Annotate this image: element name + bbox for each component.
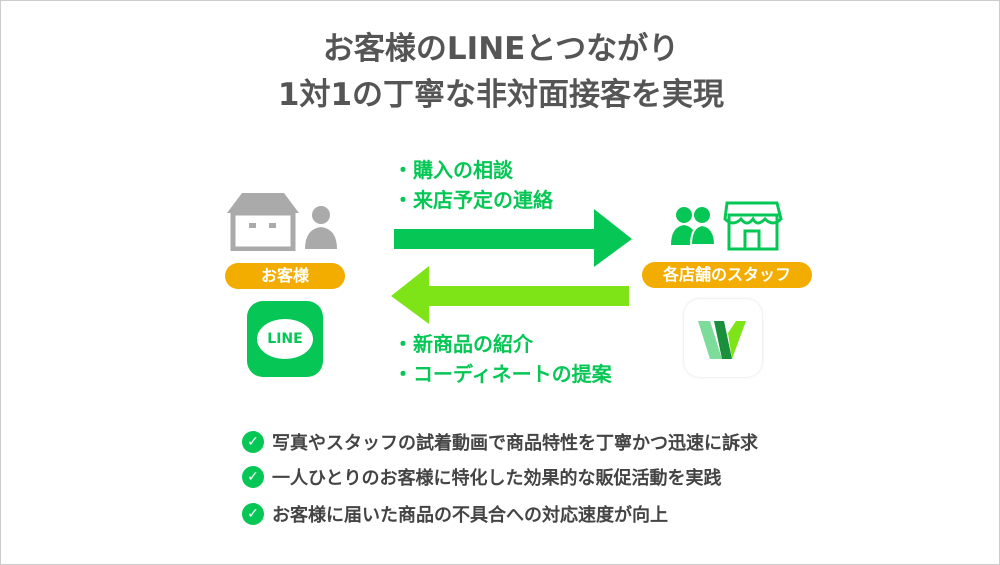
message-item: ・新商品の紹介 — [393, 332, 533, 356]
title-line-1: お客様のLINEとつながり — [322, 31, 680, 67]
message-item: ・来店予定の連絡 — [393, 188, 553, 212]
benefit-text: 写真やスタッフの試着動画で商品特性を丁寧かつ迅速に訴求 — [272, 433, 758, 454]
benefit-text: お客様に届いた商品の不具合への対応速度が向上 — [272, 505, 668, 526]
title-line-2: 1対1の丁寧な非対面接客を実現 — [277, 77, 725, 113]
message-item: ・購入の相談 — [393, 158, 513, 182]
check-icon: ✓ — [242, 431, 264, 453]
to-staff-messages: ・購入の相談 ・来店予定の連絡 — [393, 155, 553, 215]
benefit-item: ✓ お客様に届いた商品の不具合への対応速度が向上 — [242, 501, 668, 527]
check-icon: ✓ — [242, 503, 264, 525]
line-app-icon: LINE — [247, 301, 323, 377]
house-person-icon — [227, 193, 337, 251]
staff-store-icon — [671, 201, 783, 251]
staff-label: 各店舗のスタッフ — [642, 262, 812, 288]
arrow-right-icon — [394, 209, 632, 267]
benefit-text: 一人ひとりのお客様に特化した効果的な販促活動を実践 — [272, 468, 722, 489]
to-customer-messages: ・新商品の紹介 ・コーディネートの提案 — [393, 329, 612, 389]
benefit-item: ✓ 一人ひとりのお客様に特化した効果的な販促活動を実践 — [242, 464, 721, 490]
check-icon: ✓ — [242, 466, 264, 488]
message-item: ・コーディネートの提案 — [393, 362, 612, 386]
arrow-left-icon — [391, 266, 629, 324]
staff-app-icon — [684, 299, 762, 377]
customer-label: お客様 — [225, 263, 345, 289]
benefit-item: ✓ 写真やスタッフの試着動画で商品特性を丁寧かつ迅速に訴求 — [242, 429, 758, 455]
